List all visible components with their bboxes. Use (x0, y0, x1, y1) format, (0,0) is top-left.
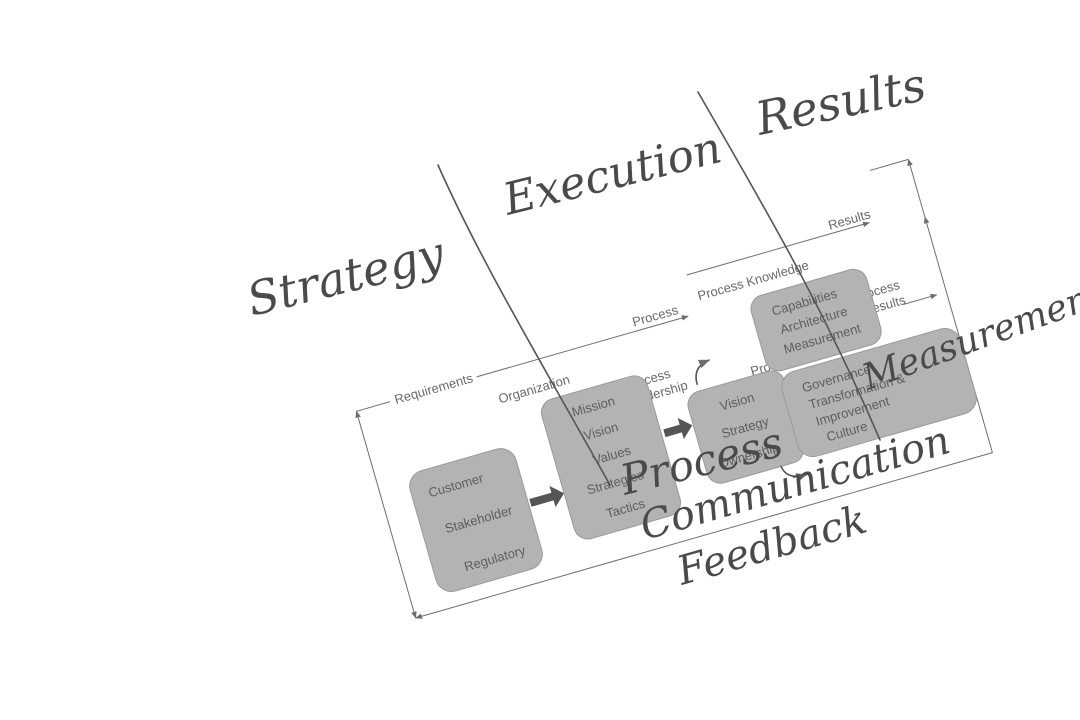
knowledge-box: Capabilities Architecture Measurement (750, 268, 882, 372)
divider-line-right (697, 91, 881, 441)
curved-arrow-up-icon (695, 359, 711, 386)
right-bracket-line (923, 216, 993, 453)
divider-line-left (437, 164, 611, 486)
process-arrow-line (476, 315, 689, 378)
curved-arrow-down-icon (780, 465, 808, 482)
organization-box: Mission Vision Values Strategies Tactics (540, 375, 682, 540)
requirements-box: Customer Stakeholder Regulatory (409, 448, 543, 593)
handwritten-results: Results (750, 57, 930, 146)
handwritten-execution: Execution (497, 122, 726, 226)
requirements-label: Requirements (393, 370, 475, 407)
leadership-box: Vision Strategy Ownership (687, 370, 805, 484)
results-arrow-line (686, 221, 870, 276)
bottom-arrow-line (415, 452, 993, 619)
arrow-to-organization-icon (529, 485, 565, 508)
results-top-line (907, 158, 926, 218)
arrow-to-leadership-icon (663, 418, 693, 440)
results-link-line (869, 158, 909, 171)
process-results-arrow-line (903, 293, 938, 305)
top-requirements-line (356, 401, 391, 412)
handwritten-strategy: Strategy (242, 226, 451, 327)
requirements-arrow-line (355, 410, 417, 619)
execution-box: Governance Transformation & Improvement … (781, 328, 977, 458)
